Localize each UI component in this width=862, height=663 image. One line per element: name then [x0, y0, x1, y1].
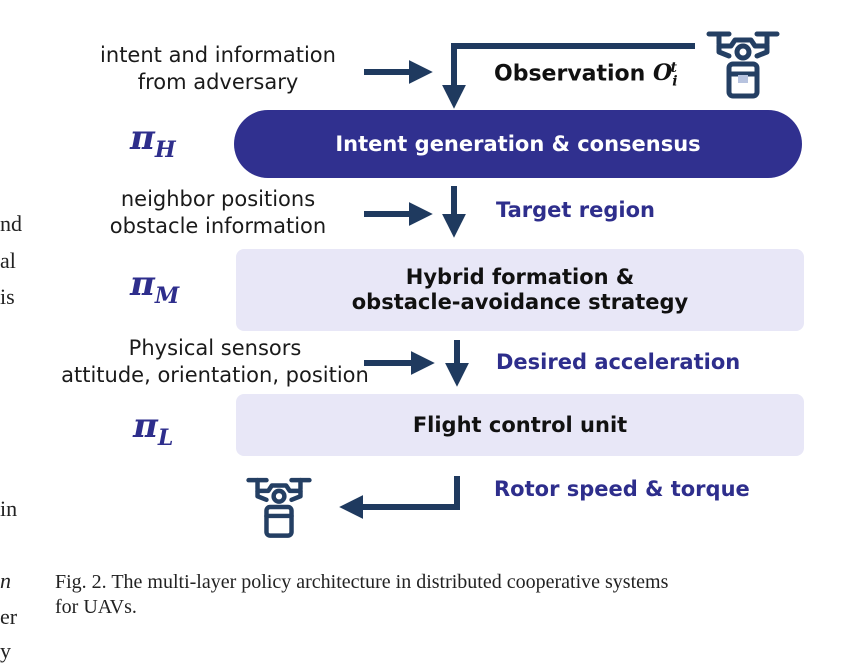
desired-acceleration-label: Desired acceleration — [496, 350, 741, 374]
sensors-input-label: Physical sensors attitude, orientation, … — [46, 335, 384, 389]
side-text-7: y — [0, 638, 11, 663]
rotor-speed-label: Rotor speed & torque — [494, 477, 750, 501]
sensors-label-line1: Physical sensors — [128, 336, 302, 360]
intent-generation-box: Intent generation & consensus — [234, 110, 802, 178]
observation-label: Observation Oit — [494, 60, 678, 90]
side-text-1: nd — [0, 211, 22, 236]
hybrid-formation-box: Hybrid formation & obstacle-avoidance st… — [236, 249, 804, 331]
intent-label-line1: intent and information — [100, 43, 336, 67]
caption-line1: Fig. 2. The multi-layer policy architect… — [55, 571, 669, 593]
side-text-2: al — [0, 248, 16, 273]
neighbor-label-line2: obstacle information — [109, 214, 327, 238]
neighbor-label-line1: neighbor positions — [120, 187, 316, 211]
observation-feedback-arrow — [442, 43, 695, 109]
sensors-label-line2: attitude, orientation, position — [61, 363, 369, 387]
rotor-output-arrow — [339, 476, 460, 519]
observation-symbol: Oit — [653, 60, 678, 90]
policy-low-symbol: πL — [133, 406, 174, 451]
flight-control-label: Flight control unit — [412, 412, 628, 437]
flight-control-box: Flight control unit — [236, 394, 804, 456]
intent-label-line2: from adversary — [137, 70, 299, 94]
caption-line2: for UAVs. — [55, 596, 137, 618]
target-region-label: Target region — [496, 198, 655, 222]
hybrid-label-line2: obstacle-avoidance strategy — [351, 290, 689, 314]
policy-high-symbol: πH — [130, 118, 176, 163]
intent-input-label: intent and information from adversary — [84, 42, 352, 96]
hybrid-label-line1: Hybrid formation & — [405, 265, 635, 289]
drone-icon — [246, 477, 312, 538]
side-text-3: is — [0, 284, 15, 309]
intent-generation-label: Intent generation & consensus — [335, 132, 701, 156]
side-text-4: in — [0, 496, 18, 521]
side-text-5: n — [0, 568, 11, 593]
figure-caption: Fig. 2. The multi-layer policy architect… — [55, 570, 815, 620]
drone-icon — [706, 31, 780, 99]
policy-mid-symbol: πM — [130, 264, 180, 309]
neighbor-input-label: neighbor positions obstacle information — [84, 186, 352, 240]
side-text-6: er — [0, 604, 18, 629]
